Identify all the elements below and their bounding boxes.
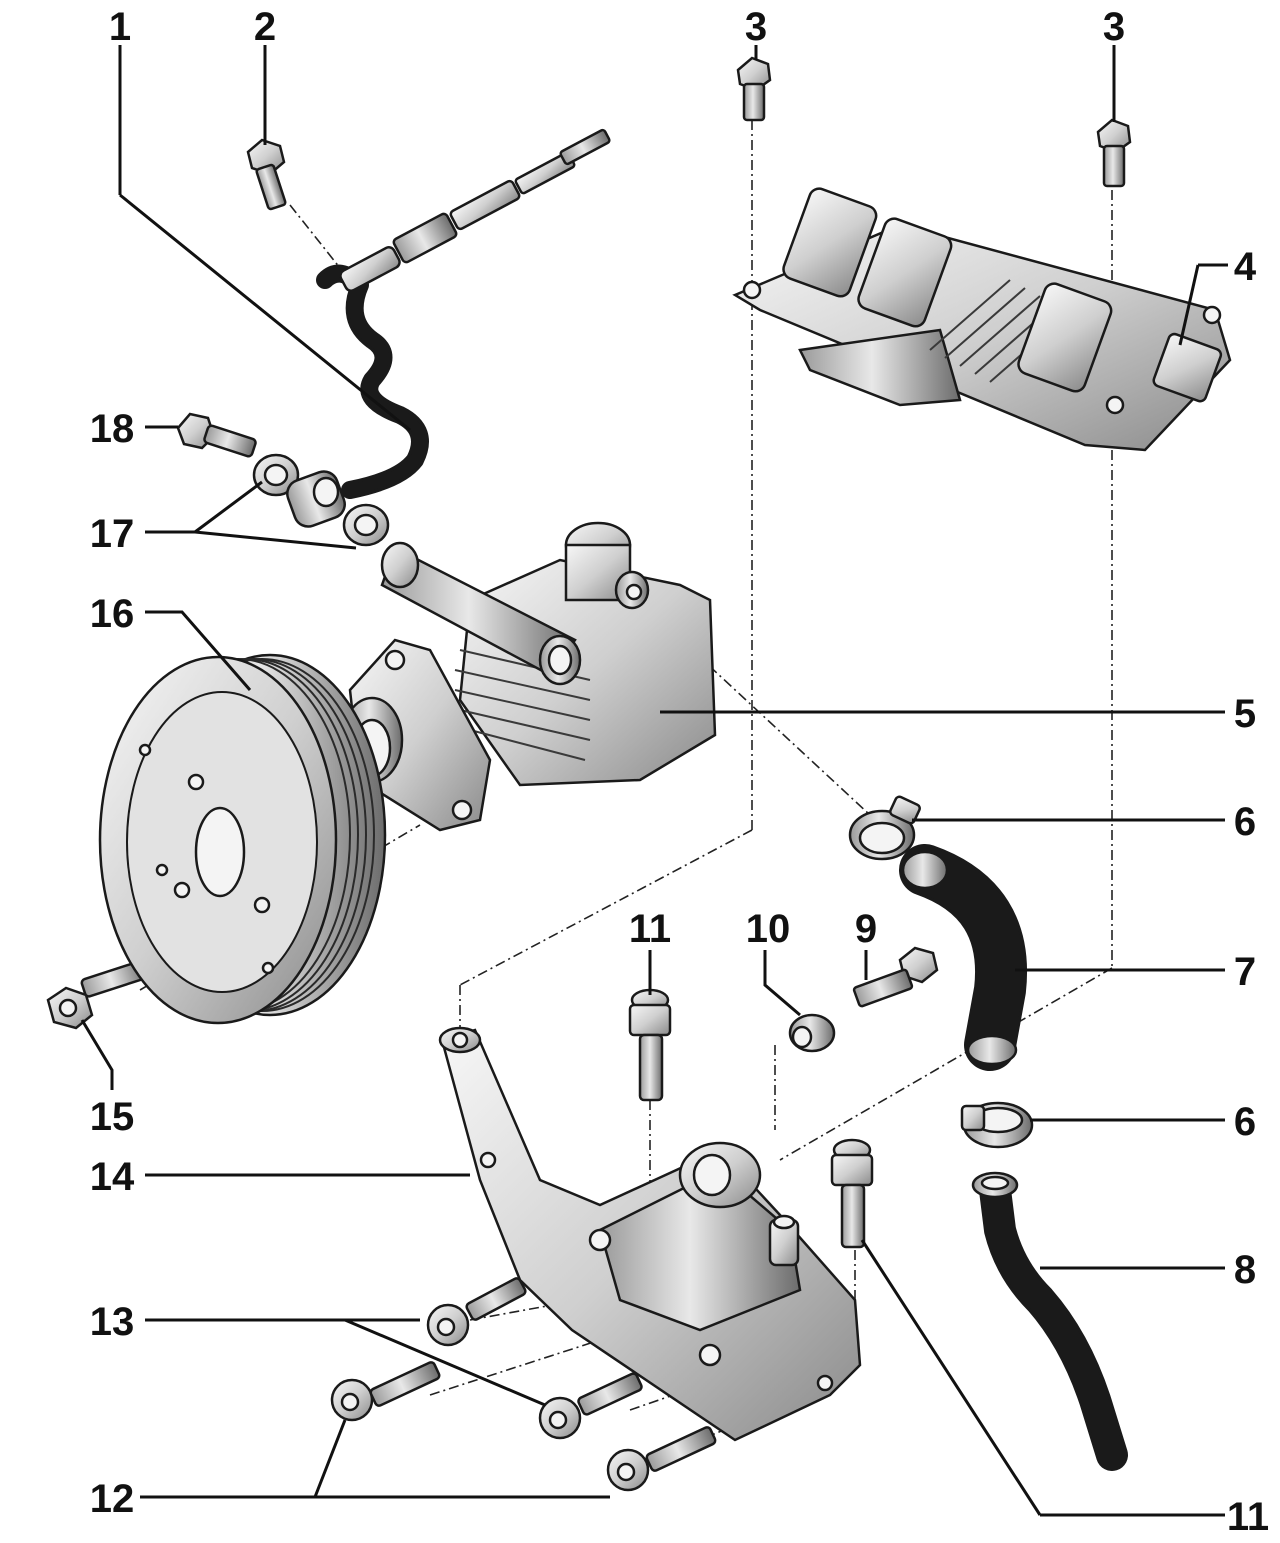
banjo-bolt-18 [145, 412, 257, 458]
callout-9: 9 [855, 907, 877, 951]
ignition-coil-module [732, 187, 1232, 452]
callout-11-upper: 11 [629, 907, 671, 951]
pump-bracket-14 [145, 1026, 862, 1442]
callout-5: 5 [1234, 692, 1256, 736]
bolt-12-right [606, 1426, 717, 1492]
callout-2: 2 [254, 5, 276, 49]
bolt-9 [852, 946, 939, 1008]
bolt-2 [246, 45, 287, 211]
bolt-11-upper [628, 950, 672, 1102]
callout-17: 17 [90, 512, 135, 556]
callout-16: 16 [90, 592, 135, 636]
callout-8: 8 [1234, 1248, 1256, 1292]
callout-6-lower: 6 [1234, 1100, 1256, 1144]
callout-3-right: 3 [1103, 5, 1125, 49]
callout-18: 18 [90, 407, 135, 451]
power-steering-pump [340, 521, 1225, 832]
callout-1: 1 [109, 5, 131, 49]
washers-17 [145, 453, 390, 550]
callout-labels: 1 2 3 3 4 5 6 6 7 8 9 10 11 11 12 13 14 … [90, 5, 1269, 1539]
callout-11-lower: 11 [1227, 1495, 1269, 1539]
callout-10: 10 [746, 907, 791, 951]
pulley-16 [98, 610, 387, 1025]
callout-12: 12 [90, 1477, 135, 1521]
suction-hose-7 [899, 844, 1225, 1071]
leader-13 [145, 1318, 546, 1407]
pressure-line-assembly [118, 45, 611, 499]
hose-clamp-6-upper [848, 795, 1225, 861]
return-pipe-8 [971, 1171, 1225, 1471]
callout-7: 7 [1234, 950, 1256, 994]
screw-3-left [736, 45, 772, 122]
screw-3-right [1096, 45, 1132, 188]
leader-12 [140, 1419, 610, 1499]
hose-clamp-6-lower [960, 1101, 1225, 1149]
callout-13: 13 [90, 1300, 135, 1344]
bolt-15 [46, 960, 148, 1090]
bolt-11-lower [830, 1138, 1225, 1517]
bolt-13-upper [426, 1277, 527, 1347]
bolt-12-left [330, 1361, 441, 1422]
sleeve-10 [763, 950, 836, 1053]
callout-6-upper: 6 [1234, 800, 1256, 844]
bolt-13-lower [538, 1372, 643, 1440]
callout-15: 15 [90, 1095, 135, 1139]
callout-4: 4 [1234, 245, 1257, 289]
callout-3-left: 3 [745, 5, 767, 49]
callout-14: 14 [90, 1155, 135, 1199]
